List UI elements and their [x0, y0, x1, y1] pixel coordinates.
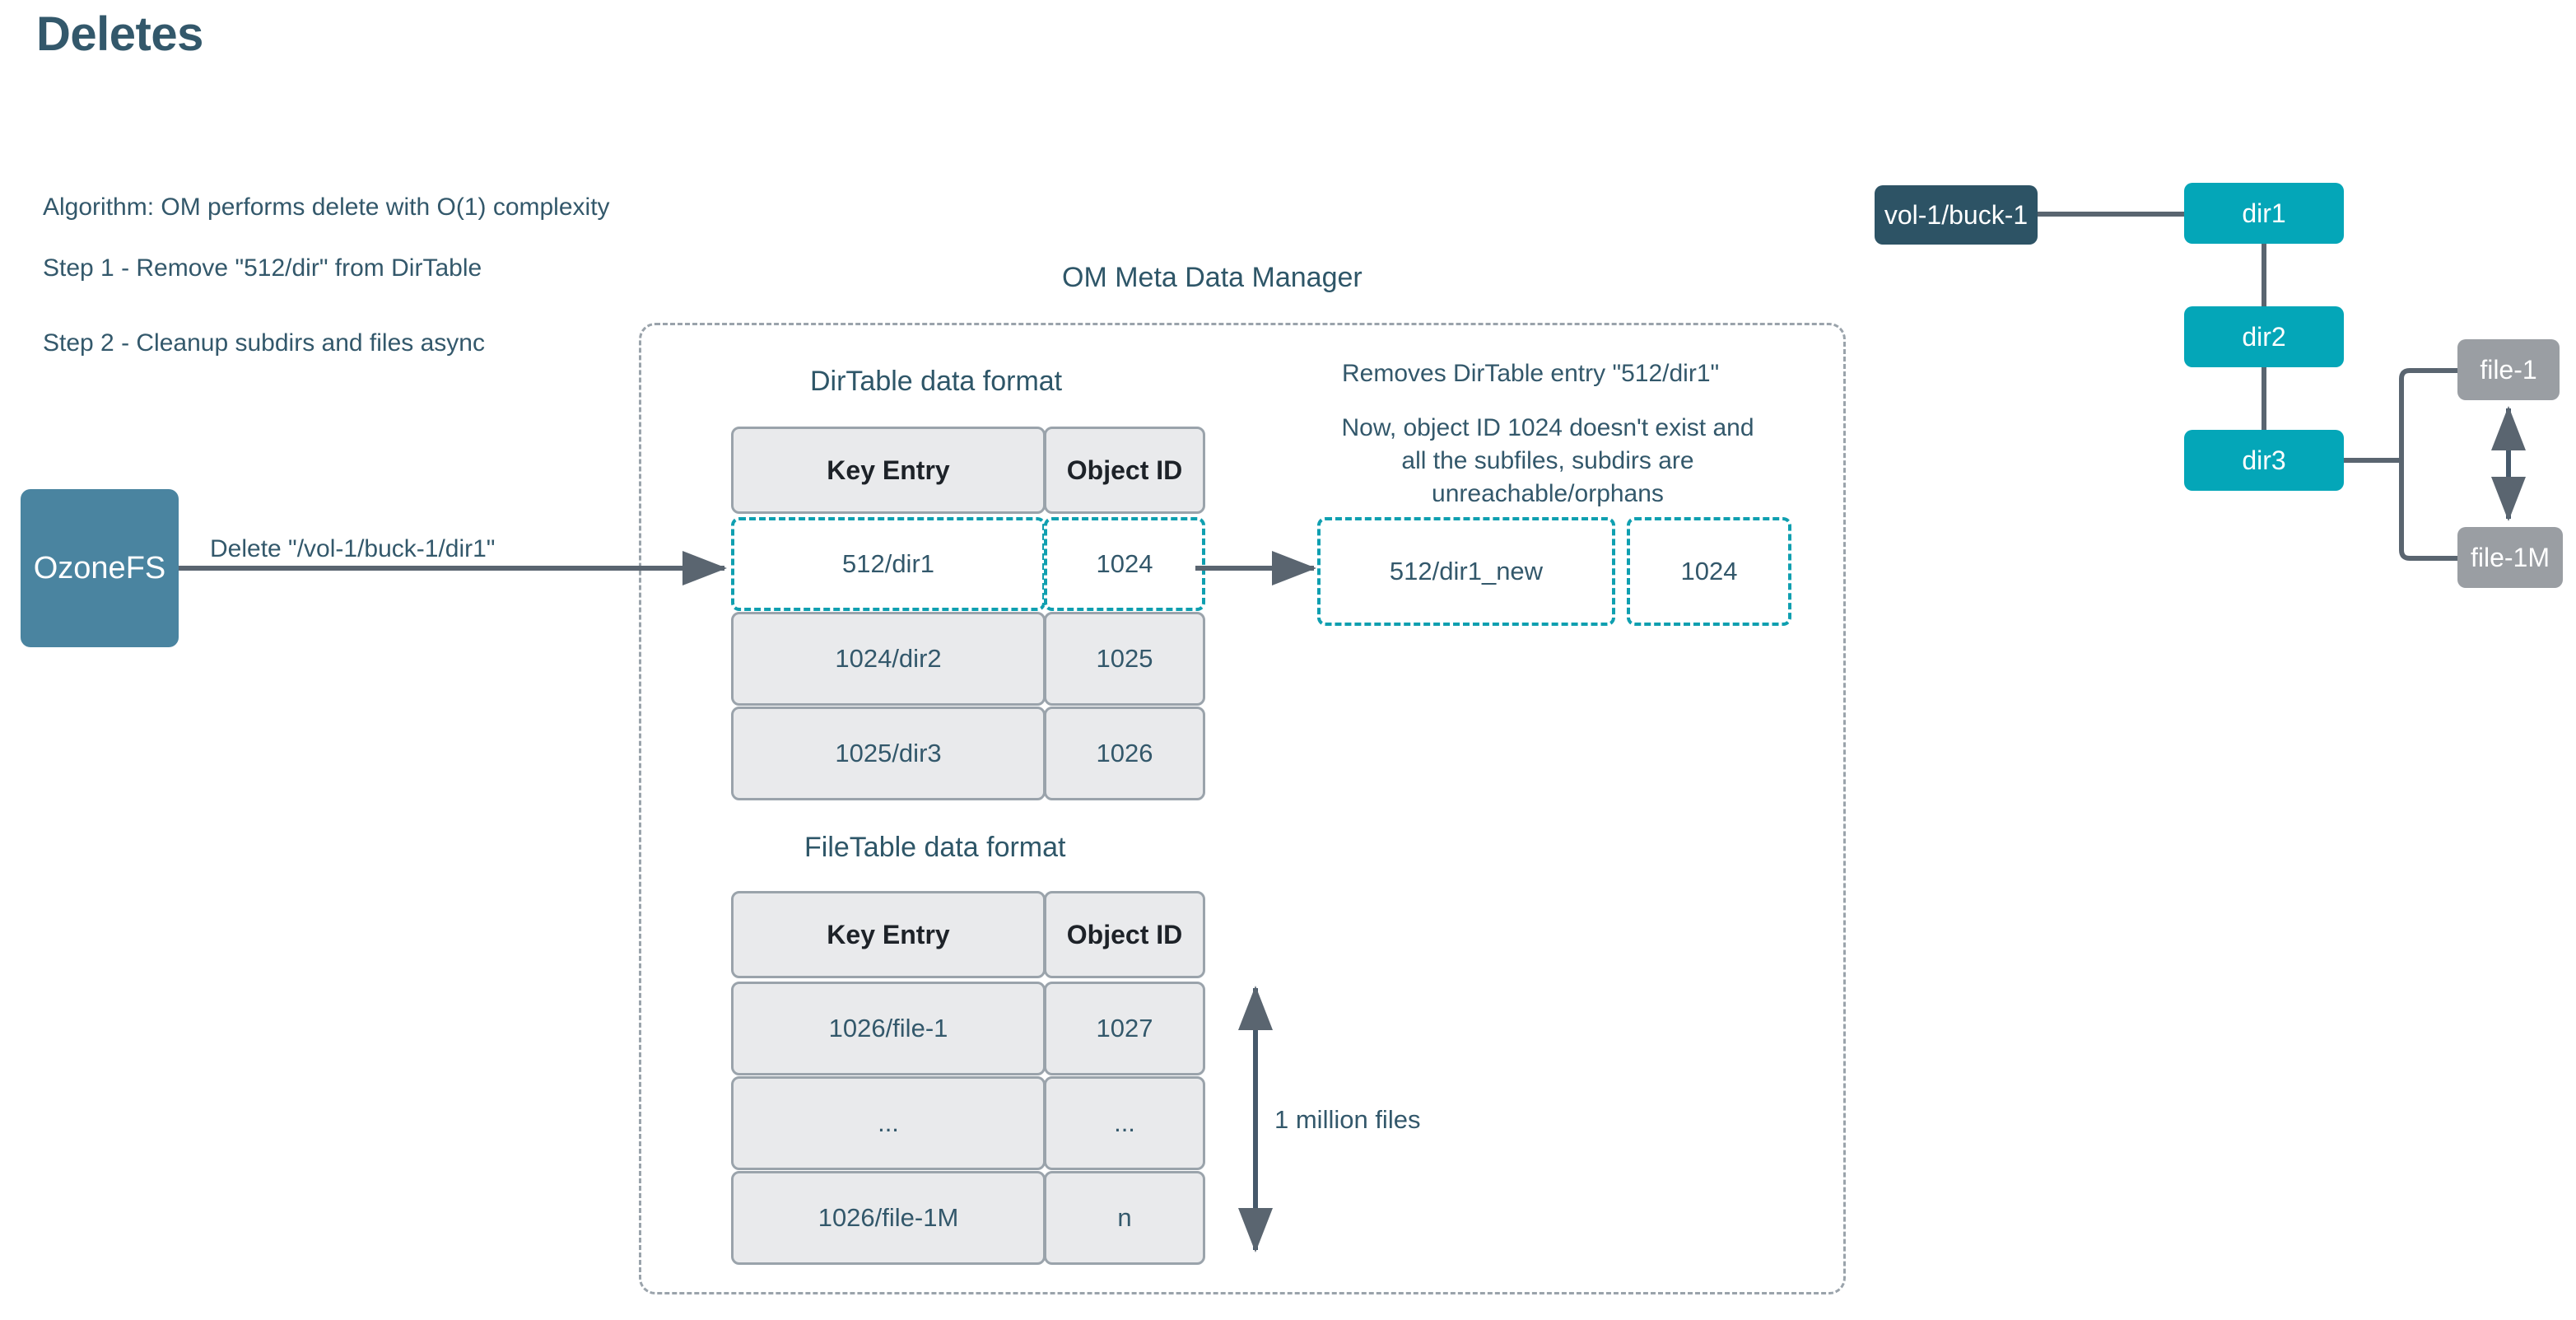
tree-node-file-1M[interactable]: file-1M [2457, 527, 2563, 588]
tree-node-dir1[interactable]: dir1 [2184, 183, 2344, 244]
dirtable-row-key[interactable]: 1025/dir3 [731, 707, 1046, 800]
tree-node-bucket[interactable]: vol-1/buck-1 [1875, 185, 2038, 245]
filetable-row-key[interactable]: 1026/file-1M [731, 1171, 1046, 1265]
result-oid-box[interactable]: 1024 [1627, 517, 1791, 626]
page-title: Deletes [36, 7, 203, 61]
algorithm-note: Algorithm: OM performs delete with O(1) … [43, 194, 610, 221]
tree-node-dir3[interactable]: dir3 [2184, 430, 2344, 491]
filetable-title: FileTable data format [804, 832, 1066, 863]
edge-branch-file-1M [2399, 460, 2457, 561]
tree-node-file-1[interactable]: file-1 [2457, 339, 2560, 400]
dirtable-row-oid[interactable]: 1025 [1044, 612, 1205, 706]
orphan-description: Now, object ID 1024 doesn't exist and al… [1341, 414, 1754, 507]
delete-edge-label: Delete "/vol-1/buck-1/dir1" [210, 535, 496, 562]
tree-node-dir2[interactable]: dir2 [2184, 306, 2344, 367]
ozonefs-node[interactable]: OzoneFS [21, 489, 179, 647]
step-1-note: Step 1 - Remove "512/dir" from DirTable [43, 254, 482, 282]
dirtable-row-oid[interactable]: 1024 [1044, 517, 1205, 611]
filetable-row-oid[interactable]: 1027 [1044, 982, 1205, 1075]
filetable-row-key[interactable]: 1026/file-1 [731, 982, 1046, 1075]
dirtable-row-key[interactable]: 512/dir1 [731, 517, 1046, 611]
result-key-box[interactable]: 512/dir1_new [1317, 517, 1615, 626]
filetable-header-object-id: Object ID [1044, 891, 1205, 978]
filetable-row-key[interactable]: ... [731, 1076, 1046, 1170]
dirtable-header-key-entry: Key Entry [731, 427, 1046, 514]
removes-entry-heading: Removes DirTable entry "512/dir1" [1342, 360, 1720, 387]
om-meta-data-manager-container [639, 323, 1846, 1294]
filetable-row-oid[interactable]: n [1044, 1171, 1205, 1265]
dirtable-row-oid[interactable]: 1026 [1044, 707, 1205, 800]
dirtable-title: DirTable data format [810, 366, 1063, 397]
dirtable-header-object-id: Object ID [1044, 427, 1205, 514]
one-million-files-label: 1 million files [1274, 1105, 1421, 1134]
dirtable-row-key[interactable]: 1024/dir2 [731, 612, 1046, 706]
filetable-row-oid[interactable]: ... [1044, 1076, 1205, 1170]
step-2-note: Step 2 - Cleanup subdirs and files async [43, 329, 485, 357]
edge-branch-file-1 [2399, 368, 2457, 460]
filetable-header-key-entry: Key Entry [731, 891, 1046, 978]
om-meta-data-manager-title: OM Meta Data Manager [1062, 262, 1363, 293]
